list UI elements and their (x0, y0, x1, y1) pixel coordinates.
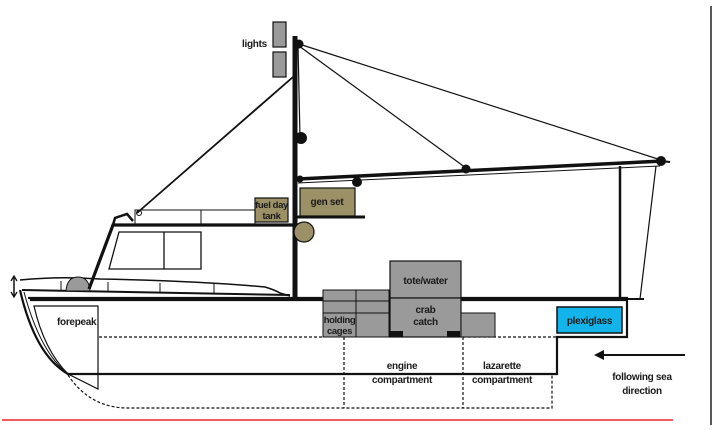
holding-cage (355, 300, 390, 314)
crab-tank-foot-right (447, 331, 460, 337)
arrow-down-head (10, 291, 18, 299)
holding-cage (322, 300, 357, 314)
tote-water-label: tote/water (403, 276, 448, 287)
masthead-light-upper (272, 21, 287, 48)
holding-cages-label-2: cages (327, 326, 352, 337)
crab-catch-label-1: crab (416, 305, 436, 316)
gen-set (299, 187, 356, 217)
topping-lift-inner (298, 45, 467, 169)
boom-end (660, 160, 671, 163)
crab-tank-foot-left (390, 331, 403, 337)
arrow-up-head (10, 274, 18, 282)
fuel-day-tank-label-2: tank (263, 211, 282, 222)
following-sea-label-1: following sea (612, 372, 672, 383)
crab-catch-tank (389, 297, 462, 338)
cabin-brow (111, 212, 134, 226)
boom (297, 159, 664, 181)
aft-cargo-box (460, 312, 496, 338)
gen-set-label: gen set (311, 197, 345, 208)
masthead-light-lower (272, 51, 287, 78)
plexiglass-label: plexiglass (567, 316, 613, 327)
engine-compartment-label-2: compartment (372, 375, 433, 386)
holding-cage-top (355, 289, 390, 302)
hull-outline (18, 289, 629, 376)
winch-dome (65, 276, 91, 292)
lights-label: lights (242, 39, 268, 50)
hull-bottom-dashed (67, 374, 553, 409)
bow-rail (19, 276, 291, 297)
engine-compartment-label-1: engine (387, 361, 418, 372)
mast-stay (297, 44, 301, 139)
following-sea-label-2: direction (622, 386, 662, 397)
cabin-window (108, 231, 202, 270)
cabin-top-rail (134, 209, 256, 225)
crab-catch-label-2: catch (413, 317, 438, 328)
plexiglass-panel (556, 306, 623, 334)
bow-inner-line (23, 291, 69, 375)
holding-cage (355, 312, 390, 338)
stern-stay (639, 165, 657, 300)
fuel-day-tank (254, 197, 289, 223)
holding-cage-top (322, 289, 357, 302)
topping-lift-outer (298, 43, 662, 161)
forestay-shackle (136, 210, 142, 216)
holding-cages (322, 312, 357, 338)
mast-block (295, 132, 307, 144)
holding-cages-label-1: holding (324, 315, 356, 326)
round-tank (293, 221, 315, 243)
lazarette-compartment-label-1: lazarette (483, 361, 522, 372)
bulwark-line (21, 289, 291, 296)
lazarette-compartment-label-2: compartment (472, 375, 533, 386)
boom-block (352, 177, 362, 187)
boom-gooseneck (296, 175, 304, 183)
following-sea-arrowhead (594, 350, 604, 360)
forestay (136, 76, 294, 214)
forepeak-compartment (33, 305, 99, 390)
forepeak-label: forepeak (57, 317, 97, 328)
tote-water (389, 260, 462, 299)
fuel-day-tank-label-1: fuel day (255, 200, 289, 211)
